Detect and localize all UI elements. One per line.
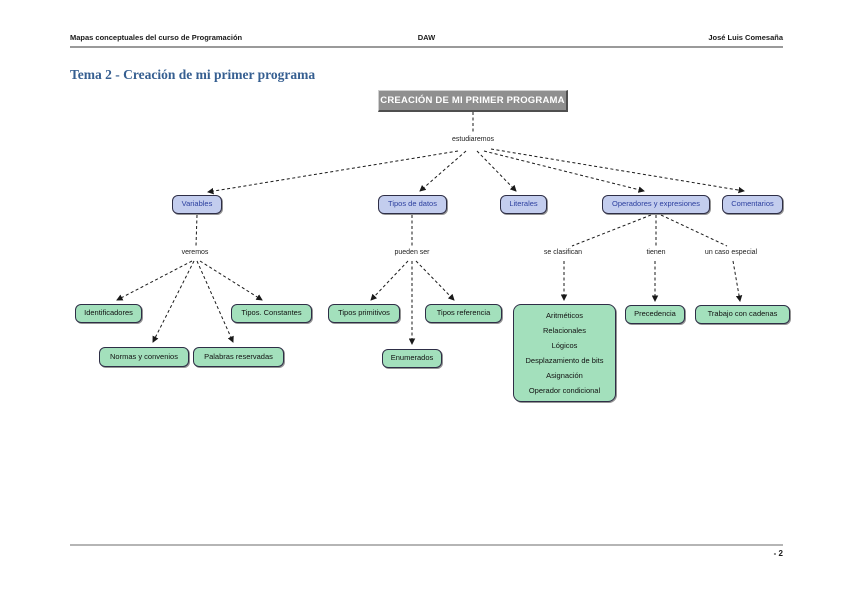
node-tipos-referencia: Tipos referencia [425,304,502,323]
page-header: Mapas conceptuales del curso de Programa… [70,33,783,47]
node-trabajo-con-cadenas: Trabajo con cadenas [695,305,790,324]
operator-type-asignacion: Asignación [546,371,583,380]
node-literales: Literales [500,195,547,214]
node-normas-y-convenios: Normas y convenios [99,347,189,367]
node-identificadores: Identificadores [75,304,142,323]
operator-type-relacionales: Relacionales [543,326,586,335]
node-tipos-de-datos: Tipos de datos [378,195,447,214]
node-palabras-reservadas: Palabras reservadas [193,347,284,367]
map-root-node: CREACIÓN DE MI PRIMER PROGRAMA [378,90,568,112]
node-tipos-de-operadores: Aritméticos Relacionales Lógicos Desplaz… [513,304,616,402]
page-number: - 2 [773,549,783,558]
node-precedencia: Precedencia [625,305,685,324]
link-label-tienen: tienen [646,249,666,256]
page-title: Tema 2 - Creación de mi primer programa [70,67,316,82]
footer-divider [70,544,783,546]
node-tipos-constantes: Tipos. Constantes [231,304,312,323]
header-course-title: Mapas conceptuales del curso de Programa… [70,33,243,42]
header-author: José Luis Comesaña [708,33,783,42]
operator-type-aritmeticos: Aritméticos [545,311,584,320]
operator-type-logicos: Lógicos [551,341,578,350]
operator-type-condicional: Operador condicional [528,386,601,395]
node-tipos-primitivos: Tipos primitivos [328,304,400,323]
header-center-label: DAW [417,33,436,42]
link-label-se-clasifican: se clasifican [543,249,583,256]
operator-type-desplazamiento: Desplazamiento de bits [525,356,604,365]
node-comentarios: Comentarios [722,195,783,214]
link-label-estudiaremos: estudiaremos [451,136,495,143]
node-enumerados: Enumerados [382,349,442,368]
link-label-veremos: veremos [181,249,209,256]
link-label-pueden-ser: pueden ser [394,249,430,256]
link-label-caso-especial: un caso especial [704,249,758,256]
node-variables: Variables [172,195,222,214]
node-operadores-y-expresiones: Operadores y expresiones [602,195,710,214]
header-divider [70,46,783,48]
